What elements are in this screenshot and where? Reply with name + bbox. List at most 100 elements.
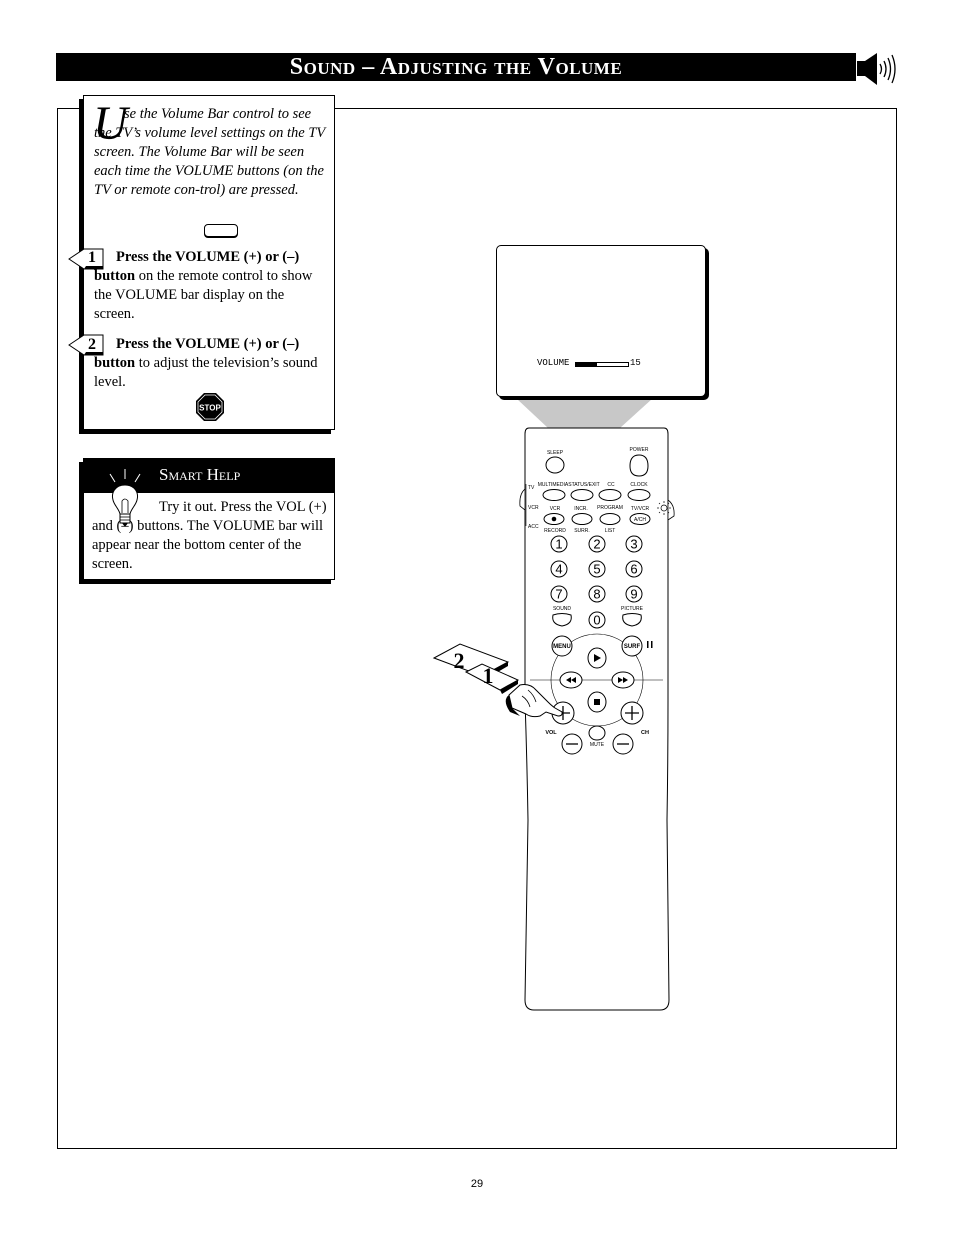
digit-2-label: 2 bbox=[593, 537, 600, 552]
remote-tv-vcr-label: TV/VCR bbox=[631, 506, 650, 512]
remote-vol-label: VOL bbox=[545, 730, 557, 736]
step-2-number: 2 bbox=[88, 336, 96, 353]
smart-help-text: Try it out. Press the VOL (+) and (–) bu… bbox=[92, 499, 327, 572]
digit-7-label: 7 bbox=[555, 587, 562, 602]
step-2-text: 2 Press the VOLUME (+) or (–) button to … bbox=[88, 335, 324, 392]
digit-2-button[interactable] bbox=[588, 535, 606, 553]
step-1-bold: Press the VOLUME (+) or (–) button bbox=[94, 249, 300, 284]
list-button[interactable] bbox=[599, 513, 621, 525]
remote-menu-label: MENU bbox=[553, 644, 571, 650]
step-2-badge bbox=[68, 334, 104, 356]
digit-3-label: 3 bbox=[630, 537, 637, 552]
digit-6-button[interactable] bbox=[625, 560, 643, 578]
digit-4-button[interactable] bbox=[550, 560, 568, 578]
digit-0-button[interactable] bbox=[588, 611, 606, 629]
multimedia-button[interactable] bbox=[542, 489, 566, 501]
remote-status-exit-label: STATUS/EXIT bbox=[568, 482, 599, 488]
step-2-desc: to adjust the television’s sound level. bbox=[94, 355, 318, 390]
page-title: Sound – Adjusting the Volume bbox=[56, 53, 856, 81]
digit-3-button[interactable] bbox=[625, 535, 643, 553]
intro-text: se the Volume Bar control to see the TV’… bbox=[94, 106, 326, 198]
remote-tv-label: TV bbox=[528, 485, 535, 491]
digit-8-button[interactable] bbox=[588, 585, 606, 603]
tv-volume-value: 15 bbox=[630, 358, 641, 368]
power-button[interactable] bbox=[629, 454, 649, 477]
smart-help-box: Smart Help Try it out. Press the VOL (+)… bbox=[83, 458, 335, 580]
fast-forward-icon bbox=[618, 677, 623, 683]
clock-button[interactable] bbox=[627, 489, 651, 501]
plus-icon bbox=[625, 706, 639, 720]
stop-label: STOP bbox=[199, 404, 221, 413]
number-keypad: 1 2 3 4 5 6 7 8 9 0 bbox=[550, 535, 643, 629]
pause-icon bbox=[647, 641, 649, 648]
remote-mute-label: MUTE bbox=[590, 742, 605, 748]
tv-volume-label: VOLUME bbox=[537, 358, 570, 368]
callout-step-arrows: 2 1 bbox=[432, 643, 520, 694]
digit-5-label: 5 bbox=[593, 562, 600, 577]
cc-button[interactable] bbox=[598, 489, 622, 501]
tv-volume-bar bbox=[575, 362, 629, 367]
remote-vcr-label: VCR bbox=[550, 506, 561, 512]
remote-power-label: POWER bbox=[630, 447, 649, 453]
ach-button[interactable] bbox=[629, 513, 651, 525]
remote-clock-label: CLOCK bbox=[630, 482, 648, 488]
step-1-badge bbox=[68, 248, 104, 270]
surf-button[interactable] bbox=[621, 635, 643, 657]
content-frame bbox=[57, 108, 897, 1149]
remote-sound-label: SOUND bbox=[553, 606, 571, 612]
digit-9-label: 9 bbox=[630, 587, 637, 602]
record-dot-icon bbox=[551, 516, 557, 522]
remote-multimedia-label: MULTIMEDIA bbox=[538, 482, 569, 488]
digit-9-button[interactable] bbox=[625, 585, 643, 603]
status-exit-button[interactable] bbox=[570, 489, 594, 501]
digit-1-label: 1 bbox=[555, 537, 562, 552]
remote-list-label: LIST bbox=[605, 528, 616, 534]
remote-ach-label: A/CH bbox=[634, 517, 646, 523]
instructions-box: U se the Volume Bar control to see the T… bbox=[68, 95, 335, 430]
remote-vcr-side-label: VCR bbox=[528, 505, 539, 511]
brightness-icon bbox=[657, 501, 671, 515]
digit-8-label: 8 bbox=[593, 587, 600, 602]
sleep-button[interactable] bbox=[545, 456, 565, 474]
remote-record-label: RECORD bbox=[544, 528, 566, 534]
callout-number-2: 2 bbox=[454, 648, 465, 673]
smart-help-title: Smart Help bbox=[159, 465, 241, 484]
remote-surf-label: SURF bbox=[624, 644, 641, 650]
volume-button-icon bbox=[204, 224, 238, 237]
drop-cap: U bbox=[93, 97, 128, 150]
remote-program-label: PROGRAM bbox=[597, 505, 623, 511]
mute-button[interactable] bbox=[588, 725, 606, 741]
stop-square-icon bbox=[594, 699, 600, 705]
remote-cc-label: CC bbox=[607, 482, 615, 488]
remote-incr-label: INCR. bbox=[574, 506, 588, 512]
tv-volume-fill bbox=[576, 363, 597, 366]
play-icon bbox=[594, 654, 601, 662]
stop-sign-icon: STOP bbox=[196, 393, 224, 421]
tv-screen: VOLUME 15 bbox=[496, 245, 706, 397]
speaker-icon bbox=[857, 53, 896, 85]
pointing-hand-icon bbox=[505, 684, 563, 718]
sound-button[interactable] bbox=[552, 613, 572, 627]
digit-0-label: 0 bbox=[593, 613, 600, 628]
digit-1-button[interactable] bbox=[550, 535, 568, 553]
light-bulb-icon bbox=[99, 469, 151, 527]
page-number: 29 bbox=[470, 1178, 484, 1190]
step-1-text: 1 Press the VOLUME (+) or (–) button on … bbox=[88, 248, 324, 324]
callout-number-1: 1 bbox=[483, 663, 494, 688]
remote-sleep-label: SLEEP bbox=[547, 450, 564, 456]
menu-button[interactable] bbox=[551, 635, 573, 657]
digit-7-button[interactable] bbox=[550, 585, 568, 603]
surr-button[interactable] bbox=[571, 513, 593, 525]
digit-6-label: 6 bbox=[630, 562, 637, 577]
step-1-number: 1 bbox=[88, 249, 96, 266]
remote-ch-label: CH bbox=[641, 730, 649, 736]
rewind-icon bbox=[566, 677, 571, 683]
remote-surr-label: SURR. bbox=[574, 528, 590, 534]
digit-4-label: 4 bbox=[555, 562, 562, 577]
digit-5-button[interactable] bbox=[588, 560, 606, 578]
remote-picture-label: PICTURE bbox=[621, 606, 644, 612]
remote-acc-label: ACC bbox=[528, 524, 539, 530]
step-1-desc: on the remote control to show the VOLUME… bbox=[94, 268, 313, 322]
picture-button[interactable] bbox=[622, 613, 642, 627]
